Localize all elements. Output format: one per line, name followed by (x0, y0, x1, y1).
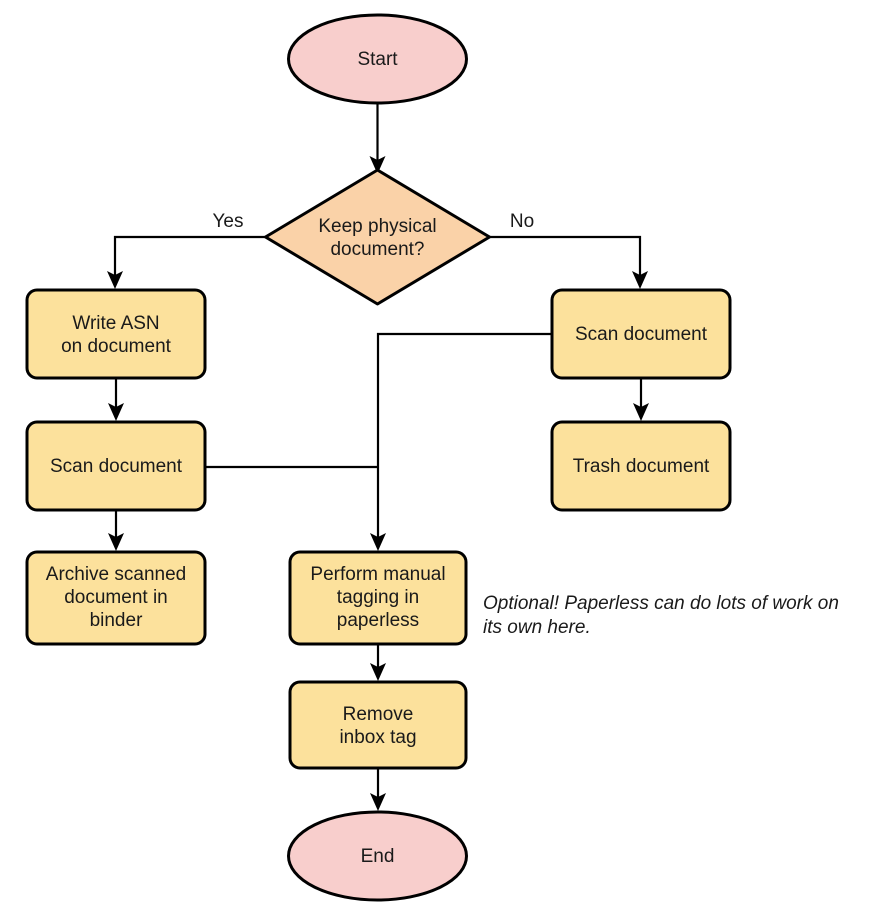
write-asn-label-line-1: Write ASN (72, 313, 159, 334)
annotation-line-1: Optional! Paperless can do lots of work … (483, 593, 839, 614)
archive-scanned-box[interactable] (25, 550, 207, 646)
trash-document-label: Trash document (573, 456, 710, 477)
node-manual-tagging[interactable]: Perform manual tagging in paperless (288, 550, 468, 646)
start-label: Start (357, 49, 398, 70)
arrow-head-icon (108, 403, 124, 421)
arrow-head-icon (107, 271, 123, 289)
scan-document-left-box[interactable] (25, 420, 207, 512)
edge-label-no: No (510, 211, 534, 232)
node-write-asn[interactable]: Write ASN on document (25, 288, 207, 380)
node-archive-scanned[interactable]: Archive scanned document in binder (25, 550, 207, 646)
node-scan-document-left[interactable]: Scan document (25, 420, 207, 512)
node-end[interactable]: End (287, 810, 468, 902)
arrow-head-icon (369, 156, 386, 174)
write-asn-box[interactable] (25, 288, 207, 380)
edge-labels-layer: Yes No (213, 211, 535, 232)
arrow-head-icon (370, 793, 386, 811)
start-ellipse[interactable] (287, 13, 468, 105)
decision-label-line-2: document? (330, 239, 424, 260)
scan-document-right-box[interactable] (550, 288, 732, 380)
remove-inbox-tag-label-line-2: inbox tag (339, 727, 416, 748)
scan-document-right-label: Scan document (575, 324, 708, 345)
edge-decision-yes-to-write-asn (107, 235, 265, 289)
arrow-head-icon (108, 533, 124, 551)
edges-layer (107, 103, 649, 811)
arrow-head-icon (633, 403, 649, 421)
annotation-optional-note: Optional! Paperless can do lots of work … (483, 593, 839, 638)
edge-path (490, 235, 642, 278)
edge-start-to-decision (369, 103, 386, 174)
trash-document-box[interactable] (550, 420, 732, 512)
edge-path (113, 235, 265, 278)
node-keep-physical-document[interactable]: Keep physical document? (264, 168, 491, 306)
write-asn-label-line-2: on document (61, 336, 172, 357)
node-start[interactable]: Start (287, 13, 468, 105)
remove-inbox-tag-label-line-1: Remove (343, 704, 414, 725)
archive-scanned-label-line-1: Archive scanned (46, 564, 186, 585)
end-ellipse[interactable] (287, 810, 468, 902)
decision-diamond[interactable] (264, 168, 491, 306)
manual-tagging-box[interactable] (288, 550, 468, 646)
edge-write-asn-to-scan-left (108, 378, 124, 421)
edge-label-yes: Yes (213, 211, 244, 232)
edge-manual-tagging-to-remove-inbox (370, 644, 386, 681)
annotation-line-2: its own here. (483, 617, 591, 638)
edge-path (376, 332, 552, 540)
edge-scan-left-to-archive (108, 510, 124, 551)
arrow-head-icon (632, 271, 648, 289)
end-label: End (361, 846, 395, 867)
decision-label-line-1: Keep physical (318, 216, 436, 237)
edge-scan-right-to-trash (633, 378, 649, 421)
edge-decision-no-to-scan-right (490, 235, 648, 289)
arrow-head-icon (370, 663, 386, 681)
manual-tagging-label-line-1: Perform manual (310, 564, 445, 585)
scan-document-left-label: Scan document (50, 456, 183, 477)
archive-scanned-label-line-2: document in (64, 587, 168, 608)
node-scan-document-right[interactable]: Scan document (550, 288, 732, 380)
manual-tagging-label-line-2: tagging in (337, 587, 419, 608)
archive-scanned-label-line-3: binder (90, 610, 143, 631)
edge-scan-right-to-manual-tagging (370, 332, 552, 551)
edge-remove-inbox-to-end (370, 768, 386, 811)
node-remove-inbox-tag[interactable]: Remove inbox tag (288, 680, 468, 770)
arrow-head-icon (370, 533, 386, 551)
manual-tagging-label-line-3: paperless (337, 610, 419, 631)
node-trash-document[interactable]: Trash document (550, 420, 732, 512)
remove-inbox-tag-box[interactable] (288, 680, 468, 770)
nodes-layer: Start Keep physical document? Write ASN … (25, 13, 732, 902)
